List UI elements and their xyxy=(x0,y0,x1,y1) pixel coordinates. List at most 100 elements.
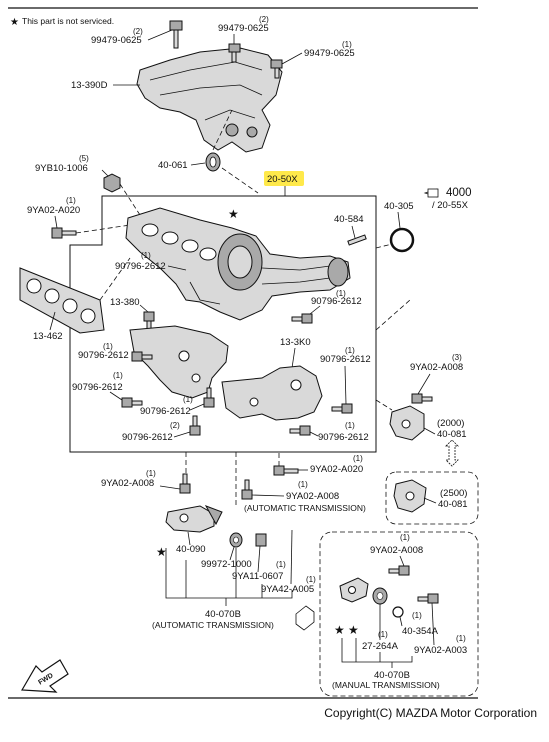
qty-99479-0625-b: (2) xyxy=(259,15,269,24)
label-9YA42-A005: 9YA42-A005 xyxy=(261,584,314,595)
label-90796-2612-h: 90796-2612 xyxy=(318,432,369,443)
label-manual-transmission: (MANUAL TRANSMISSION) xyxy=(332,680,440,690)
star-icon-manual-a: ★ xyxy=(334,623,345,637)
bolt-99479-0625-b[interactable] xyxy=(228,43,241,63)
label-9YA02-A003: 9YA02-A003 xyxy=(414,645,467,656)
label-90796-2612-g: 90796-2612 xyxy=(320,354,371,365)
manual-transmission-box xyxy=(319,531,479,697)
exhaust-manifold[interactable] xyxy=(125,207,351,321)
label-9YA02-A008-a: 9YA02-A008 xyxy=(410,362,463,373)
bushing-27-264A[interactable] xyxy=(372,587,388,605)
qty-9YA02-A020-b: (1) xyxy=(353,454,363,463)
label-27-264A: 27-264A xyxy=(362,641,399,652)
label-40-584: 40-584 xyxy=(334,214,364,225)
sensor-40-081-b[interactable] xyxy=(393,479,427,513)
qty-9YB10-1006: (5) xyxy=(79,154,89,163)
qty-90796-2612-g: (1) xyxy=(345,346,355,355)
qty-90796-2612-h: (1) xyxy=(345,421,355,430)
bracket-40-090[interactable] xyxy=(165,505,223,533)
bolt-99479-0625-a[interactable] xyxy=(169,20,183,49)
label-20-50X[interactable]: 20-50X xyxy=(267,174,298,185)
label-4000[interactable]: 4000 xyxy=(446,187,472,199)
variant-box-2500 xyxy=(385,471,479,525)
qty-9YA11-0607: (1) xyxy=(276,560,286,569)
label-99972-1000: 99972-1000 xyxy=(201,559,252,570)
legend-text: This part is not serviced. xyxy=(22,16,114,26)
label-40-305: 40-305 xyxy=(384,201,414,212)
label-20-55X[interactable]: / 20-55X xyxy=(432,200,469,211)
qty-90796-2612-c: (1) xyxy=(103,342,113,351)
sensor-40-081-a[interactable] xyxy=(389,405,425,441)
stud-9YA02-A020-a[interactable] xyxy=(51,227,77,239)
qty-27-264A: (1) xyxy=(378,630,388,639)
highlight-20-50X xyxy=(264,171,304,186)
label-automatic-transmission-2: (AUTOMATIC TRANSMISSION) xyxy=(152,620,274,630)
label-40-354A: 40-354A xyxy=(402,626,439,637)
label-90796-2612-e: 90796-2612 xyxy=(140,406,191,417)
bolt-90796-2612-b[interactable] xyxy=(291,313,313,324)
nut-9YB10-1006[interactable] xyxy=(103,173,121,193)
qty-9YA02-A020-a: (1) xyxy=(66,196,76,205)
label-2500: (2500) xyxy=(440,488,467,499)
qty-99479-0625-c: (1) xyxy=(342,40,352,49)
legend-star-icon: ★ xyxy=(10,17,19,28)
label-9YA02-A008-d: 9YA02-A008 xyxy=(370,545,423,556)
label-99479-0625-a: 99479-0625 xyxy=(91,35,142,46)
label-13-3K0: 13-3K0 xyxy=(280,337,311,348)
label-90796-2612-f: 90796-2612 xyxy=(122,432,173,443)
qty-90796-2612-e: (1) xyxy=(183,395,193,404)
fwd-arrow-icon: FWD xyxy=(20,659,69,693)
qty-9YA02-A008-b: (1) xyxy=(146,469,156,478)
bolt-9YA02-A008-c[interactable] xyxy=(241,479,253,500)
heat-shield-13-390D[interactable] xyxy=(136,47,283,153)
bolt-9YA02-A008-d[interactable] xyxy=(388,565,410,576)
label-40-070B-b: 40-070B xyxy=(374,670,410,681)
label-40-070B-a: 40-070B xyxy=(205,609,241,620)
label-90796-2612-c: 90796-2612 xyxy=(78,350,129,361)
qty-90796-2612-f: (2) xyxy=(170,421,180,430)
bushing-9YA11-0607[interactable] xyxy=(255,533,267,547)
grommet-99972-1000[interactable] xyxy=(229,532,243,548)
double-arrow-icon xyxy=(445,439,459,467)
label-13-390D: 13-390D xyxy=(71,80,108,91)
label-40-090: 40-090 xyxy=(176,544,206,555)
stud-9YA02-A020-b[interactable] xyxy=(273,465,299,476)
qty-90796-2612-a: (1) xyxy=(141,251,151,260)
bolt-90796-2612-f[interactable] xyxy=(189,415,201,436)
gasket-40-061[interactable] xyxy=(205,152,221,172)
qty-9YA42-A005: (1) xyxy=(306,575,316,584)
label-13-462: 13-462 xyxy=(33,331,63,342)
bracket-manual-a[interactable] xyxy=(339,577,369,603)
bolt-90796-2612-c[interactable] xyxy=(131,351,153,362)
washer-40-354A[interactable] xyxy=(392,606,404,618)
label-99479-0625-b: 99479-0625 xyxy=(218,23,269,34)
stud-40-584[interactable] xyxy=(347,234,367,246)
arrow-4000-icon xyxy=(423,188,439,198)
label-9YA02-A008-b: 9YA02-A008 xyxy=(101,478,154,489)
star-icon-manual-b: ★ xyxy=(348,623,359,637)
label-13-380: 13-380 xyxy=(110,297,140,308)
bracket-13-3K0[interactable] xyxy=(221,365,323,421)
gasket-13-462[interactable] xyxy=(19,267,105,334)
qty-9YA02-A008-a: (3) xyxy=(452,353,462,362)
assembly-box xyxy=(69,195,377,453)
label-9YA02-A020-b: 9YA02-A020 xyxy=(310,464,363,475)
bracket-13-380[interactable] xyxy=(129,325,229,399)
qty-9YA02-A003: (1) xyxy=(456,634,466,643)
star-icon-40-090: ★ xyxy=(156,545,167,559)
bolt-90796-2612-e[interactable] xyxy=(203,387,215,408)
label-40-081-a: 40-081 xyxy=(437,429,467,440)
qty-99479-0625-a: (2) xyxy=(133,27,143,36)
copyright-text: Copyright(C) MAZDA Motor Corporation xyxy=(324,706,537,720)
label-2000: (2000) xyxy=(437,418,464,429)
qty-90796-2612-d: (1) xyxy=(113,371,123,380)
bolt-90796-2612-d[interactable] xyxy=(121,397,143,408)
label-90796-2612-b: 90796-2612 xyxy=(311,296,362,307)
bolt-90796-2612-g[interactable] xyxy=(331,403,353,414)
bolt-9YA02-A003[interactable] xyxy=(417,593,439,604)
bolt-9YA02-A008-a[interactable] xyxy=(411,393,433,404)
bolt-9YA02-A008-b[interactable] xyxy=(179,473,191,494)
bolt-90796-2612-h[interactable] xyxy=(289,425,311,436)
gasket-40-305[interactable] xyxy=(389,227,415,253)
